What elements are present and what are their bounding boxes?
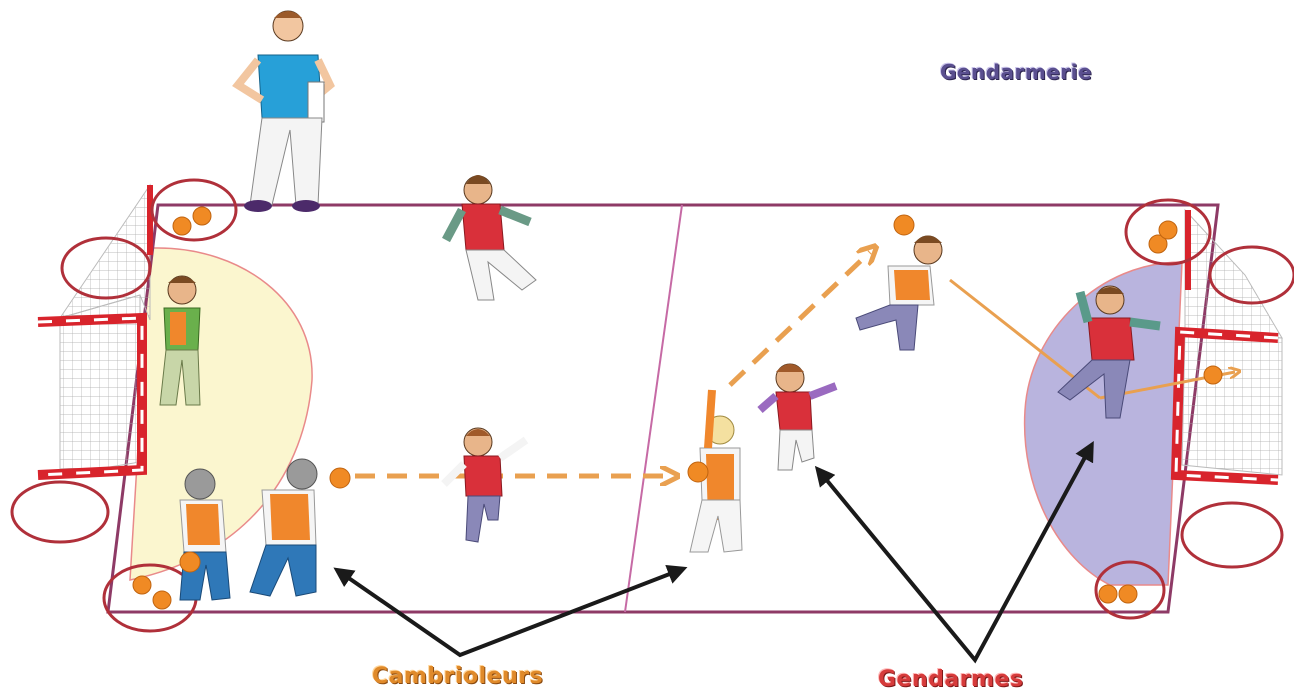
left-goal <box>37 183 153 480</box>
coach-figure <box>232 10 335 212</box>
cambrioleurs-arrow <box>333 564 688 658</box>
gendarmes-label: Gendarmes <box>878 667 1024 692</box>
gendarme-mid-right <box>757 363 838 471</box>
cambrioleur-right <box>855 214 943 351</box>
hoops <box>10 178 1294 633</box>
hoop <box>1124 198 1212 266</box>
ball <box>192 206 212 226</box>
ball <box>1118 584 1138 604</box>
right-goalkeeper <box>1057 285 1161 419</box>
gendarme-top <box>442 175 537 301</box>
gendarme-center <box>441 427 529 543</box>
ball <box>1203 365 1223 385</box>
hoop <box>1208 245 1294 305</box>
gendarmes-arrow <box>814 440 1094 664</box>
hoop <box>150 178 238 242</box>
gendarmerie-label: Gendarmerie <box>940 60 1093 84</box>
court-boundary <box>106 203 1220 614</box>
ball <box>1158 220 1178 240</box>
center-line <box>624 204 683 613</box>
hoop <box>1094 560 1166 620</box>
cambrioleur-pair <box>179 458 351 601</box>
ball <box>132 575 152 595</box>
cambrioleur-center <box>687 389 743 553</box>
ball <box>172 216 192 236</box>
hoop <box>1180 501 1284 569</box>
label-arrows <box>333 440 1094 664</box>
hoop <box>10 480 110 544</box>
ball <box>152 590 172 610</box>
right-goal-zone <box>1023 261 1183 586</box>
hoop <box>60 236 152 300</box>
left-goalkeeper <box>159 275 201 406</box>
cambrioleurs-label: Cambrioleurs <box>372 664 544 689</box>
ball <box>1098 584 1118 604</box>
ball <box>1148 234 1168 254</box>
pass-line-2 <box>728 252 870 387</box>
balls <box>132 206 1178 610</box>
right-goal <box>1170 208 1283 485</box>
